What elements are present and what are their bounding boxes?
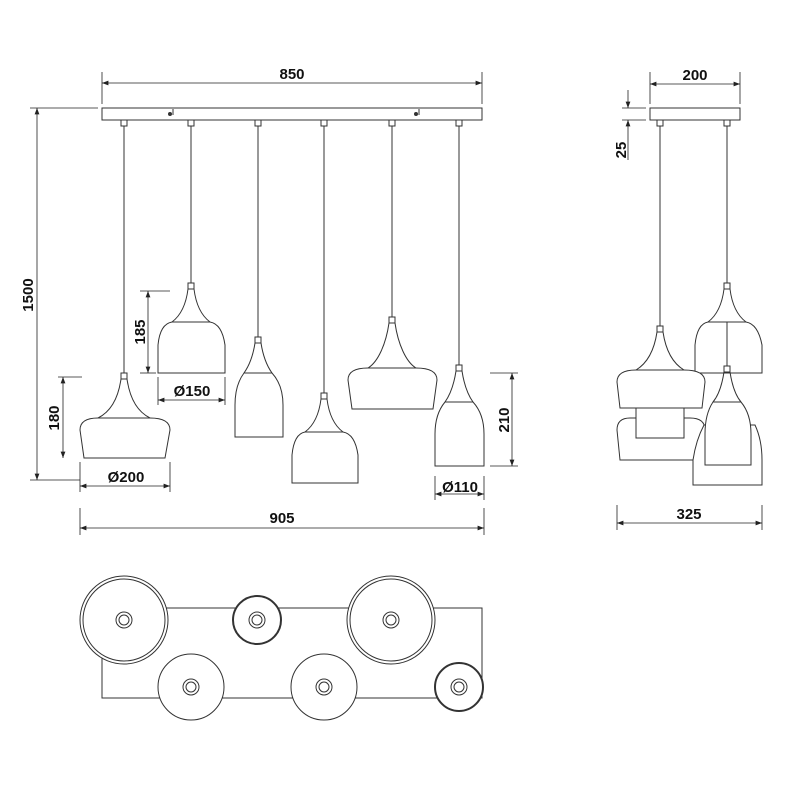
dimension-canopy-length: 850 [101, 66, 483, 104]
ceiling-canopy [101, 107, 483, 121]
pendant-shade-side-small [704, 365, 752, 466]
pendant-shade-large-2 [347, 316, 438, 410]
dimension-medium-shade-height: 185 [132, 290, 170, 374]
dimension-overall-width: 905 [79, 508, 485, 535]
pendant-shade-medium-2 [291, 392, 359, 484]
pendant-shade-side-large [616, 325, 706, 439]
dimension-label: 325 [676, 506, 701, 523]
shade-top-medium-2 [290, 653, 358, 721]
dimension-label: 200 [682, 67, 707, 84]
pendant-shade-small-2 [434, 364, 485, 467]
shade-top-large-2 [346, 575, 436, 665]
dimension-label: 850 [279, 66, 304, 83]
dimension-medium-shade-diameter: Ø150 [157, 377, 226, 405]
shade-top-small-2 [434, 662, 484, 712]
dimension-label: 210 [496, 407, 513, 432]
front-view: 850 [20, 66, 518, 535]
dimension-label: Ø200 [108, 469, 145, 486]
ceiling-canopy-side [649, 107, 741, 121]
shade-top-large-1 [79, 575, 169, 665]
dimension-label: 1500 [20, 278, 37, 311]
dimension-label: Ø150 [174, 383, 211, 400]
dimension-large-shade-height: 180 [46, 376, 82, 458]
dimension-large-shade-diameter: Ø200 [79, 462, 171, 492]
side-view: 200 25 [613, 67, 763, 530]
pendant-shade-side-medium [694, 282, 763, 374]
dimension-canopy-height: 25 [613, 90, 646, 160]
pendant-shade-large-1 [79, 372, 171, 459]
dimension-label: 25 [613, 142, 630, 159]
dimension-label: 905 [269, 510, 294, 527]
dimension-small-shade-diameter: Ø110 [434, 476, 485, 500]
dimension-overall-depth: 325 [616, 505, 763, 530]
pendant-shade-medium-1 [157, 282, 226, 374]
suspension-cables [120, 119, 463, 393]
plan-view [79, 575, 484, 721]
dimension-label: 180 [46, 405, 63, 430]
shade-top-medium-1 [157, 653, 225, 721]
pendant-shade-small-1 [234, 336, 284, 438]
dimension-small-shade-height: 210 [490, 372, 518, 467]
dimension-label: Ø110 [442, 479, 478, 496]
dimension-total-height: 1500 [20, 107, 98, 481]
shade-top-small-1 [232, 595, 282, 645]
dimension-label: 185 [132, 319, 149, 344]
dimension-canopy-width: 200 [649, 67, 741, 104]
